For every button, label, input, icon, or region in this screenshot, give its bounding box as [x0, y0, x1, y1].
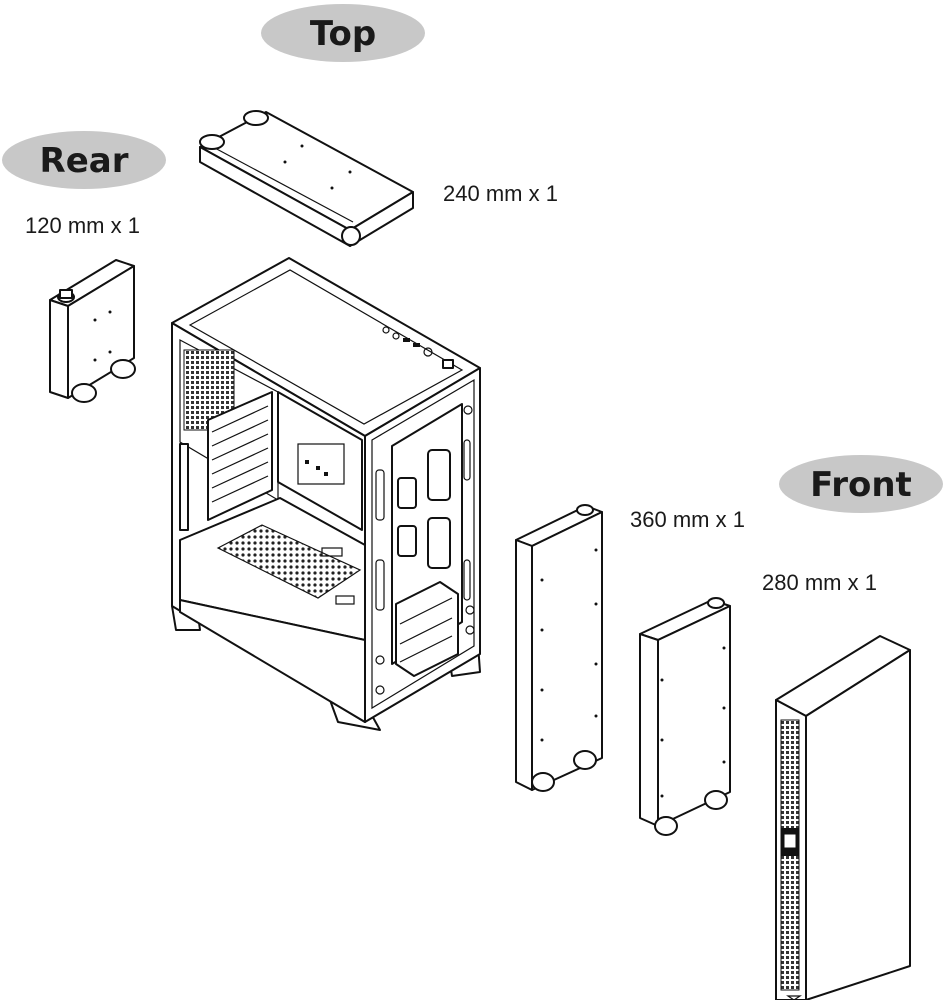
top-label: Top — [310, 14, 376, 54]
front-size-280: 280 mm x 1 — [762, 570, 877, 595]
front-label-pill: Front — [779, 455, 943, 513]
rear-label: Rear — [40, 141, 129, 181]
top-radiator-240 — [199, 110, 414, 247]
front-radiator-280 — [639, 597, 731, 836]
top-label-pill: Top — [261, 4, 425, 62]
rear-size-120: 120 mm x 1 — [25, 213, 140, 238]
front-radiator-360 — [515, 504, 603, 792]
front-size-360: 360 mm x 1 — [630, 507, 745, 532]
pc-case — [171, 257, 481, 731]
rear-radiator-120 — [49, 259, 136, 403]
front-label: Front — [810, 465, 912, 505]
top-size-240: 240 mm x 1 — [443, 181, 558, 206]
front-panel — [775, 635, 911, 1000]
rear-label-pill: Rear — [2, 131, 166, 189]
